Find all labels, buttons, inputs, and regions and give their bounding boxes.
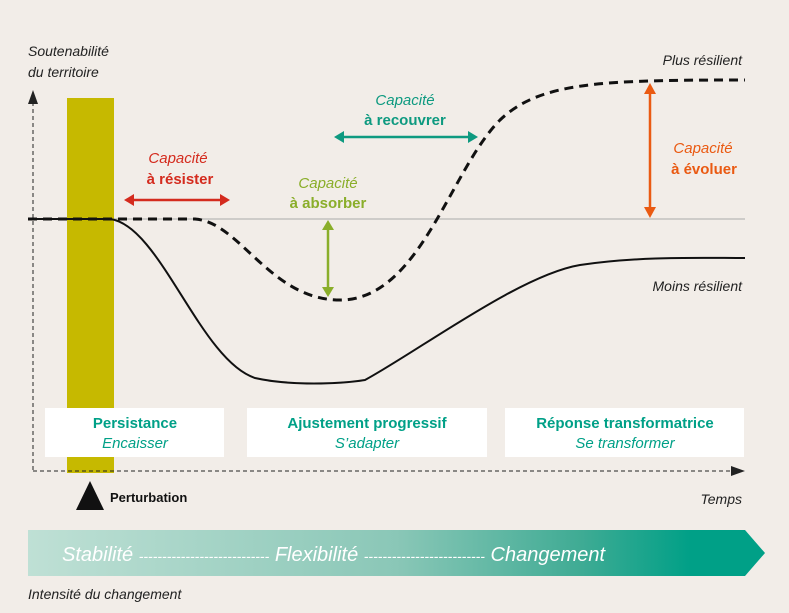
capacity-resist-line1: Capacité — [148, 150, 207, 167]
capacity-recover: Capacité à recouvrer — [334, 92, 478, 143]
perturbation-triangle-icon — [76, 481, 104, 510]
phase-subtitle: Encaisser — [102, 435, 169, 452]
phase-subtitle: Se transformer — [575, 435, 675, 452]
capacity-absorb-line2: à absorber — [290, 195, 367, 212]
capacity-absorb: Capacité à absorber — [290, 175, 367, 297]
y-axis-arrowhead — [28, 90, 38, 104]
arrowhead-down-icon — [322, 287, 334, 297]
scale-start: Stabilité — [62, 544, 133, 566]
capacity-evolve-line2: à évoluer — [671, 161, 737, 178]
phase-box-persistance: Persistance Encaisser — [45, 408, 224, 457]
capacity-recover-line1: Capacité — [375, 92, 434, 109]
phase-title: Ajustement progressif — [287, 415, 447, 432]
scale-end: Changement — [491, 544, 607, 566]
capacity-evolve-line1: Capacité — [673, 140, 732, 157]
perturbation-label: Perturbation — [110, 490, 187, 505]
more-resilient-curve — [28, 78, 746, 302]
arrowhead-left-icon — [124, 194, 134, 206]
capacity-absorb-line1: Capacité — [298, 175, 357, 192]
arrowhead-down-icon — [644, 207, 656, 218]
y-axis-label-line1: Soutenabilité — [28, 43, 109, 59]
change-intensity-arrow — [28, 530, 765, 576]
capacity-resist-line2: à résister — [147, 171, 214, 188]
arrowhead-right-icon — [220, 194, 230, 206]
capacity-resist: Capacité à résister — [124, 150, 230, 206]
scale-start-label: Stabilité ---------------------------- F… — [62, 544, 606, 566]
phase-title: Réponse transformatrice — [536, 415, 714, 432]
arrowhead-up-icon — [644, 83, 656, 94]
x-axis-arrowhead — [731, 466, 745, 476]
capacity-evolve: Capacité à évoluer — [644, 83, 737, 218]
scale-caption: Intensité du changement — [28, 586, 182, 602]
arrowhead-left-icon — [334, 131, 344, 143]
scale-dash: ---------------------------- — [139, 548, 270, 564]
phase-subtitle: S’adapter — [335, 435, 400, 452]
phase-box-transformation: Réponse transformatrice Se transformer — [505, 408, 744, 457]
x-axis-label: Temps — [700, 491, 742, 507]
less-resilient-label: Moins résilient — [653, 278, 744, 294]
arrowhead-right-icon — [468, 131, 478, 143]
less-resilient-curve — [28, 218, 746, 385]
capacity-recover-line2: à recouvrer — [364, 112, 446, 129]
phase-title: Persistance — [93, 415, 177, 432]
arrowhead-up-icon — [322, 220, 334, 230]
more-resilient-label: Plus résilient — [663, 52, 743, 68]
scale-dash: -------------------------- — [364, 548, 486, 564]
y-axis-label-line2: du territoire — [28, 64, 99, 80]
scale-middle: Flexibilité — [275, 544, 358, 566]
phase-box-adjustment: Ajustement progressif S’adapter — [247, 408, 487, 457]
